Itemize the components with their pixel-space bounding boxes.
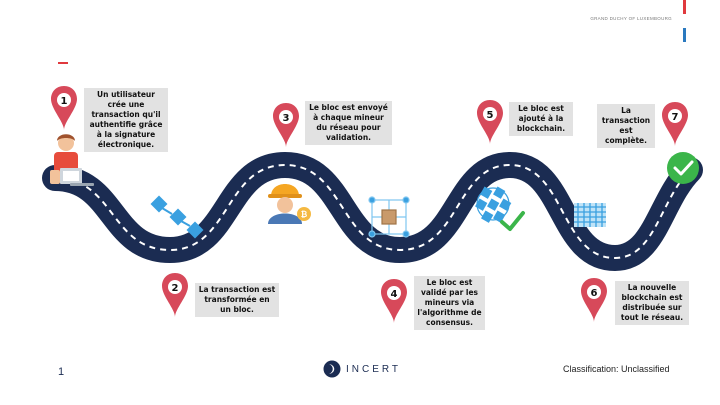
pin-number-1: 1 xyxy=(61,96,68,107)
classification-label: Classification: Unclassified xyxy=(563,364,670,374)
pin-number-7: 7 xyxy=(672,112,679,123)
network-cube-icon xyxy=(368,196,410,238)
header-country: GRAND DUCHY OF LUXEMBOURG xyxy=(590,16,672,21)
logo-text: INCERT xyxy=(346,363,402,375)
pin-step-4: 4 xyxy=(381,279,407,323)
pin-number-2: 2 xyxy=(172,283,179,294)
distributed-blockchain-icon xyxy=(574,203,606,227)
pin-number-6: 6 xyxy=(591,288,598,299)
step-4-label: Le bloc est validé par les mineurs via l… xyxy=(414,276,485,330)
complete-check-icon xyxy=(667,152,699,184)
flag-blue-bar xyxy=(683,28,686,42)
pin-number-3: 3 xyxy=(283,113,290,124)
page-number: 1 xyxy=(58,366,65,378)
block-chain-icon xyxy=(150,195,204,239)
pin-step-2: 2 xyxy=(162,273,188,317)
blockchain-cluster-icon xyxy=(475,186,512,223)
title-accent-dash xyxy=(58,62,68,64)
green-check-icon xyxy=(500,211,525,231)
pin-step-3: 3 xyxy=(273,103,299,147)
step-1-label: Un utilisateur crée une transaction qu'i… xyxy=(84,88,168,152)
pin-number-5: 5 xyxy=(487,110,494,121)
pin-number-4: 4 xyxy=(391,289,398,300)
incert-logo-icon xyxy=(323,360,341,378)
incert-logo: INCERT xyxy=(323,360,401,378)
step-3-label: Le bloc est envoyé à chaque mineur du ré… xyxy=(305,101,392,145)
road-center-line xyxy=(54,163,691,260)
user-laptop-icon xyxy=(50,134,94,186)
coin-glyph: ₿ xyxy=(301,210,308,219)
miner-icon: ₿ xyxy=(268,184,311,224)
step-6-label: La nouvelle blockchain est distribuée su… xyxy=(615,281,689,325)
pin-step-5: 5 xyxy=(477,100,503,144)
pin-step-7: 7 xyxy=(662,102,688,146)
step-2-label: La transaction est transformée en un blo… xyxy=(195,283,279,317)
pin-step-6: 6 xyxy=(581,278,607,322)
step-7-label: La transaction est complète. xyxy=(597,104,655,148)
step-5-label: Le bloc est ajouté à la blockchain. xyxy=(509,102,573,136)
pin-step-1: 1 xyxy=(51,86,77,130)
flag-red-bar xyxy=(683,0,686,14)
